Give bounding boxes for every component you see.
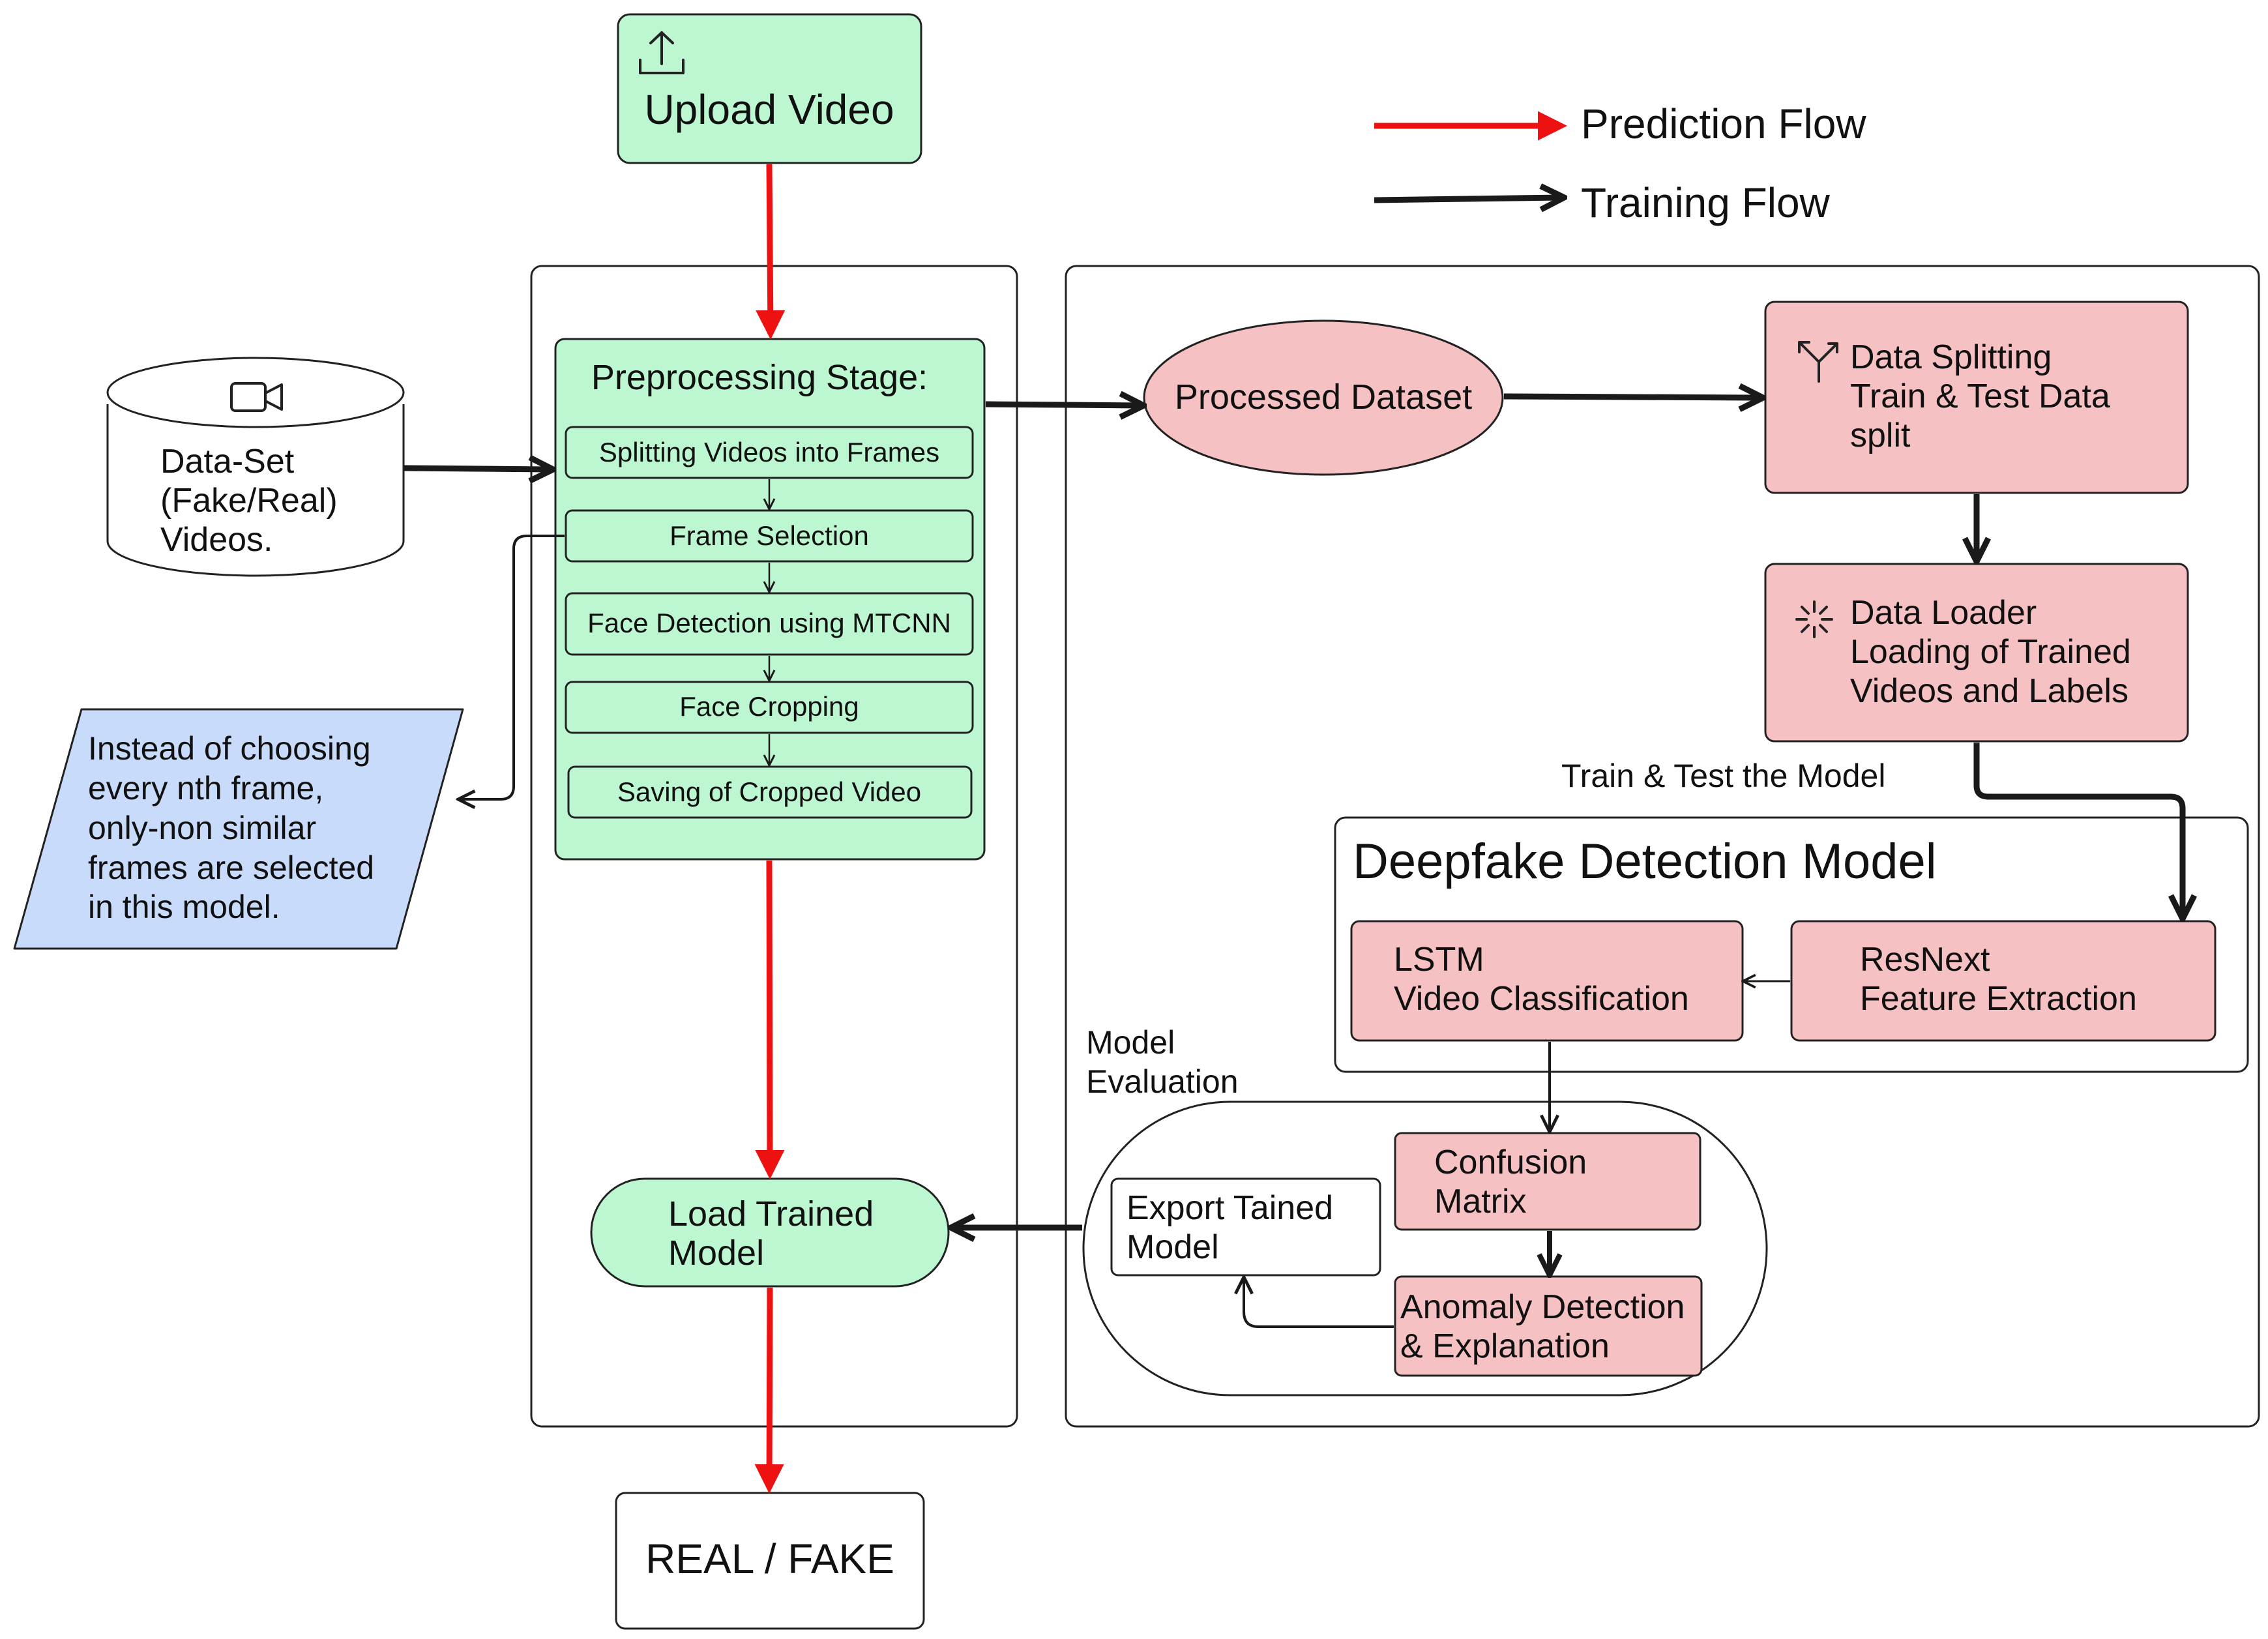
processed-dataset-label: Processed Dataset — [1175, 377, 1472, 417]
legend: Prediction Flow Training Flow — [1374, 100, 1866, 226]
preprocessing-stage: Preprocessing Stage: Splitting Videos in… — [554, 338, 986, 861]
deepfake-model-container: Deepfake Detection Model LSTM Video Clas… — [1334, 816, 2249, 1073]
prediction-flow-arrows — [754, 164, 786, 1494]
result-label: REAL / FAKE — [645, 1535, 894, 1582]
data-loader-label: Data Loader Loading of Trained Videos an… — [1850, 594, 2140, 710]
preprocessing-to-load-model-arrow — [755, 860, 785, 1179]
load-model-to-result-arrow — [754, 1287, 784, 1494]
preprocessing-to-processed-arrow — [985, 404, 1141, 406]
model-evaluation-label: Model Evaluation — [1086, 1024, 1239, 1100]
upload-icon — [639, 31, 685, 74]
data-splitting-label: Data Splitting Train & Test Data split — [1850, 338, 2119, 454]
dataset-label: Data-Set (Fake/Real) Videos. — [160, 443, 347, 559]
step-saving-video — [567, 765, 973, 819]
upload-video-node: Upload Video — [617, 13, 922, 164]
note-text: Instead of choosing every nth frame, onl… — [88, 730, 383, 925]
deepfake-model-title: Deepfake Detection Model — [1353, 834, 1937, 889]
prediction-pipeline-container — [530, 265, 1018, 1428]
frame-selection-to-note-arrow — [460, 535, 565, 799]
split-arrows-icon — [1798, 341, 1838, 383]
step-frame-selection-label: Frame Selection — [670, 520, 869, 551]
step-face-detection-label: Face Detection using MTCNN — [587, 608, 951, 638]
step-face-cropping — [565, 681, 974, 734]
upload-video-label: Upload Video — [644, 86, 894, 133]
train-test-label: Train & Test the Model — [1561, 758, 1885, 794]
step-saving-video-label: Saving of Cropped Video — [617, 776, 921, 807]
loader-to-resnext-arrow — [1973, 743, 2183, 916]
resnext-label: ResNext Feature Extraction — [1860, 941, 2137, 1018]
model-evaluation-container: Model Evaluation Confusion Matrix Anomal… — [1082, 1024, 1768, 1396]
loading-spinner-icon — [1795, 600, 1833, 638]
load-trained-model-node: Load Trained Model — [590, 1177, 950, 1288]
legend-training-swatch — [1374, 198, 1561, 200]
processed-dataset-node: Processed Dataset — [1143, 319, 1504, 476]
confusion-matrix-label: Confusion Matrix — [1434, 1144, 1597, 1220]
frame-selection-note: Instead of choosing every nth frame, onl… — [13, 708, 464, 950]
step-splitting-frames-label: Splitting Videos into Frames — [599, 437, 939, 467]
training-pipeline-container — [1065, 265, 2260, 1428]
anomaly-detection-label: Anomaly Detection & Explanation — [1400, 1288, 1694, 1365]
processed-to-splitting-arrow — [1503, 396, 1760, 398]
data-splitting-node: Data Splitting Train & Test Data split — [1764, 301, 2189, 494]
resnext-node — [1790, 920, 2216, 1042]
step-face-detection — [565, 592, 974, 656]
export-model-label: Export Tained Model — [1127, 1189, 1342, 1266]
step-face-cropping-label: Face Cropping — [679, 691, 859, 722]
upload-to-preprocessing-arrow — [756, 164, 786, 340]
video-camera-icon — [230, 382, 283, 412]
result-node: REAL / FAKE — [615, 1492, 925, 1630]
data-loader-node: Data Loader Loading of Trained Videos an… — [1764, 563, 2189, 743]
step-splitting-frames — [565, 426, 974, 479]
legend-training-label: Training Flow — [1581, 179, 1831, 226]
dataset-node: Data-Set (Fake/Real) Videos. — [106, 357, 405, 577]
dataset-to-preprocessing-arrow — [404, 468, 550, 469]
anomaly-to-export-arrow — [1244, 1279, 1394, 1328]
step-frame-selection — [565, 509, 974, 563]
training-flow-arrows — [404, 396, 2183, 1228]
preprocessing-title: Preprocessing Stage: — [591, 358, 928, 397]
legend-prediction-label: Prediction Flow — [1581, 100, 1866, 147]
load-trained-model-label: Load Trained Model — [668, 1194, 883, 1273]
lstm-label: LSTM Video Classification — [1394, 941, 1689, 1018]
